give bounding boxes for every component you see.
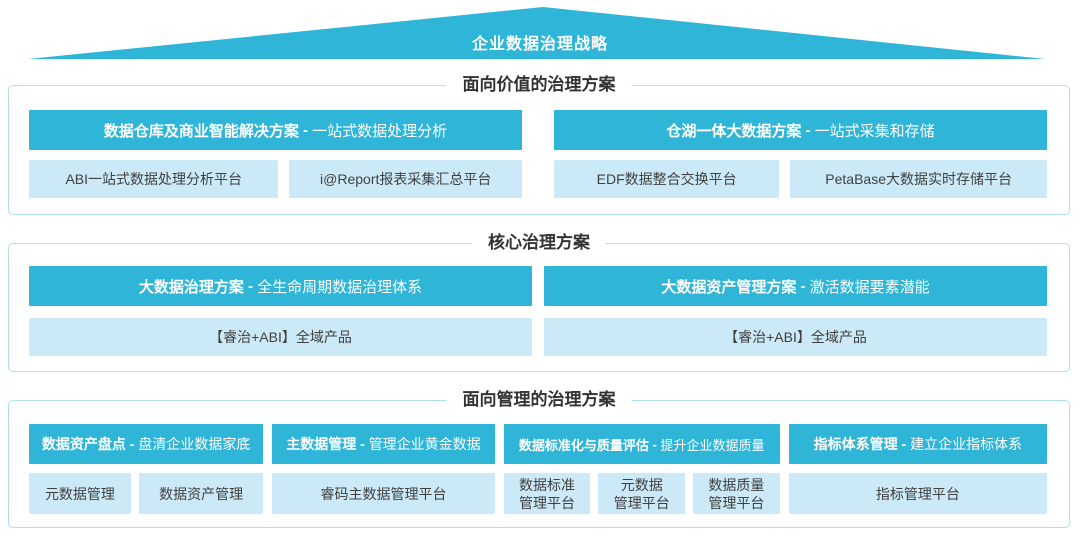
solution-header: 大数据资产管理方案 - 激活数据要素潜能 <box>544 266 1047 306</box>
product-box: 数据标准 管理平台 <box>503 473 591 514</box>
dash-separator: - <box>243 277 258 295</box>
solution-name: 大数据治理方案 <box>138 278 244 296</box>
product-box: 元数据管理 <box>29 473 131 514</box>
product-row: 【睿治+ABI】全域产品 <box>544 318 1047 356</box>
solution-tagline: 建立企业指标体系 <box>910 436 1023 452</box>
product-box: 元数据 管理平台 <box>598 473 686 514</box>
solution-name: 大数据资产管理方案 <box>661 278 797 296</box>
solution-name: 数据仓库及商业智能解决方案 <box>103 122 299 140</box>
solution-tagline: 一站式数据处理分析 <box>312 122 448 140</box>
solution-name: 仓湖一体大数据方案 <box>666 122 802 140</box>
section-core: 核心治理方案 大数据治理方案 - 全生命周期数据治理体系 【睿治+ABI】全域产… <box>8 230 1070 372</box>
product-box: ABI一站式数据处理分析平台 <box>29 160 279 198</box>
dash-separator: - <box>801 121 815 139</box>
dash-separator: - <box>897 436 911 452</box>
group-standard-quality: 数据标准化与质量评估 - 提升企业数据质量 数据标准 管理平台 元数据 管理平台… <box>503 424 780 514</box>
solution-name: 数据资产盘点 <box>41 436 126 452</box>
product-box: 数据质量 管理平台 <box>693 473 780 514</box>
product-box: 睿码主数据管理平台 <box>272 473 495 514</box>
section-management-oriented: 面向管理的治理方案 数据资产盘点 - 盘清企业数据家底 元数据管理 数据资产管理… <box>8 387 1070 528</box>
product-box: PetaBase大数据实时存储平台 <box>790 160 1047 198</box>
roof-banner: 企业数据治理战略 <box>0 0 1080 62</box>
product-row: 元数据管理 数据资产管理 <box>29 473 264 514</box>
group-indicator-system: 指标体系管理 - 建立企业指标体系 指标管理平台 <box>788 424 1047 514</box>
solution-header: 主数据管理 - 管理企业黄金数据 <box>272 424 495 464</box>
solution-header: 数据仓库及商业智能解决方案 - 一站式数据处理分析 <box>29 110 522 150</box>
group-data-governance: 大数据治理方案 - 全生命周期数据治理体系 【睿治+ABI】全域产品 <box>29 266 532 356</box>
section-title: 面向价值的治理方案 <box>446 72 632 98</box>
dash-separator: - <box>298 121 313 139</box>
solution-tagline: 激活数据要素潜能 <box>809 278 930 296</box>
solution-tagline: 管理企业黄金数据 <box>368 436 481 452</box>
product-row: EDF数据整合交换平台 PetaBase大数据实时存储平台 <box>554 160 1047 198</box>
group-master-data: 主数据管理 - 管理企业黄金数据 睿码主数据管理平台 <box>272 424 495 514</box>
group-lakehouse: 仓湖一体大数据方案 - 一站式采集和存储 EDF数据整合交换平台 PetaBas… <box>554 110 1047 198</box>
product-box: 数据资产管理 <box>138 473 264 514</box>
dash-separator: - <box>125 436 139 452</box>
group-asset-inventory: 数据资产盘点 - 盘清企业数据家底 元数据管理 数据资产管理 <box>29 424 264 514</box>
solution-tagline: 盘清企业数据家底 <box>138 436 251 452</box>
section-title: 核心治理方案 <box>472 230 606 256</box>
group-data-asset-mgmt: 大数据资产管理方案 - 激活数据要素潜能 【睿治+ABI】全域产品 <box>544 266 1047 356</box>
section-groups: 大数据治理方案 - 全生命周期数据治理体系 【睿治+ABI】全域产品 大数据资产… <box>29 266 1047 356</box>
dash-separator: - <box>648 436 661 452</box>
solution-header: 数据资产盘点 - 盘清企业数据家底 <box>29 424 264 464</box>
solution-header: 大数据治理方案 - 全生命周期数据治理体系 <box>29 266 532 306</box>
solution-tagline: 一站式采集和存储 <box>814 122 935 140</box>
dash-separator: - <box>356 436 369 452</box>
product-box: EDF数据整合交换平台 <box>554 160 780 198</box>
solution-tagline: 全生命周期数据治理体系 <box>257 278 423 296</box>
product-box: 【睿治+ABI】全域产品 <box>29 318 532 356</box>
product-box: 【睿治+ABI】全域产品 <box>544 318 1047 356</box>
section-value-oriented: 面向价值的治理方案 数据仓库及商业智能解决方案 - 一站式数据处理分析 ABI一… <box>8 72 1070 215</box>
dash-separator: - <box>796 277 810 295</box>
product-row: 数据标准 管理平台 元数据 管理平台 数据质量 管理平台 <box>503 473 780 514</box>
product-row: 指标管理平台 <box>788 473 1047 514</box>
product-row: ABI一站式数据处理分析平台 i@Report报表采集汇总平台 <box>29 160 522 198</box>
solution-name: 主数据管理 <box>286 436 357 452</box>
product-box: 指标管理平台 <box>788 473 1047 514</box>
product-box: i@Report报表采集汇总平台 <box>289 160 522 198</box>
solution-header: 指标体系管理 - 建立企业指标体系 <box>788 424 1047 464</box>
solution-tagline: 提升企业数据质量 <box>660 437 765 453</box>
solution-header: 数据标准化与质量评估 - 提升企业数据质量 <box>503 424 780 464</box>
section-title: 面向管理的治理方案 <box>446 387 632 413</box>
product-row: 【睿治+ABI】全域产品 <box>29 318 532 356</box>
section-groups: 数据资产盘点 - 盘清企业数据家底 元数据管理 数据资产管理 主数据管理 - 管… <box>29 424 1047 514</box>
section-groups: 数据仓库及商业智能解决方案 - 一站式数据处理分析 ABI一站式数据处理分析平台… <box>29 110 1047 198</box>
roof-triangle-shape <box>28 7 1045 59</box>
product-row: 睿码主数据管理平台 <box>272 473 495 514</box>
solution-name: 数据标准化与质量评估 <box>518 437 649 453</box>
diagram-title: 企业数据治理战略 <box>471 36 608 53</box>
solution-name: 指标体系管理 <box>813 436 898 452</box>
group-dw-bi: 数据仓库及商业智能解决方案 - 一站式数据处理分析 ABI一站式数据处理分析平台… <box>29 110 522 198</box>
solution-header: 仓湖一体大数据方案 - 一站式采集和存储 <box>554 110 1047 150</box>
